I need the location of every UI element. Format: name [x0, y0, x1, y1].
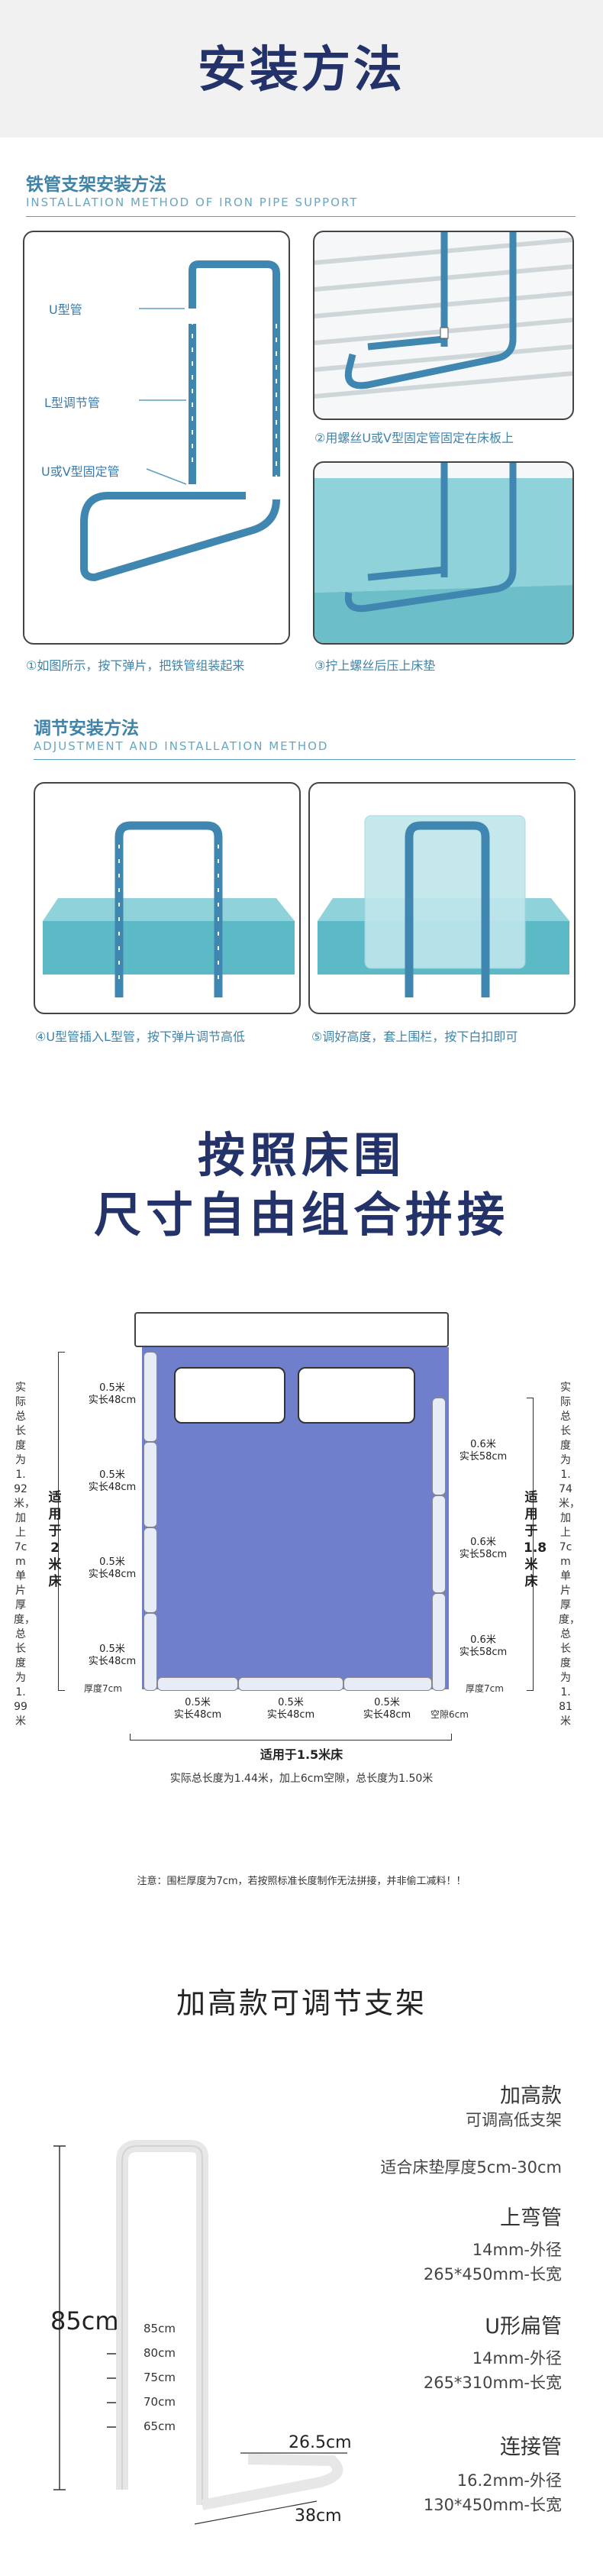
spec-title: U形扁管 [485, 2315, 562, 2338]
right-thickness-label: 厚度7cm [466, 1683, 504, 1694]
pillow-right [298, 1367, 415, 1424]
spec-line: 265*450mm-长宽 [423, 2265, 562, 2283]
height-mark: 65cm [143, 2419, 176, 2433]
page-title: 安装方法 [198, 42, 405, 99]
left-segment-label: 0.5米实长48cm [88, 1382, 137, 1406]
left-dimension-bracket [58, 1352, 65, 1691]
section1-divider [26, 216, 576, 217]
left-segment-label: 0.5米实长48cm [88, 1644, 137, 1667]
left-guard-segment [143, 1527, 157, 1613]
spec-title: 加高款 [500, 2084, 562, 2108]
dim-width-label: 26.5cm [289, 2433, 352, 2452]
section2-title: 调节安装方法 [34, 719, 139, 739]
section2-subtitle: ADJUSTMENT AND INSTALLATION METHOD [34, 739, 329, 753]
label-u-pipe: U型管 [49, 302, 82, 317]
section1-title: 铁管支架安装方法 [26, 175, 166, 195]
adjust-height-illustration [43, 821, 295, 997]
left-segment-label: 0.5米实长48cm [88, 1469, 137, 1493]
label-l-pipe: L型调节管 [44, 396, 100, 410]
right-dimension-bracket [527, 1398, 534, 1691]
left-bed-label: 适用于2米床 [48, 1490, 62, 1589]
left-guard-segment [143, 1613, 157, 1691]
caption-step-1: ①如图所示，按下弹片，把铁管组装起来 [26, 658, 245, 673]
assembly-pipe-illustration [80, 260, 280, 582]
left-guard-segment [143, 1352, 157, 1442]
bedboard-slats-illustration [314, 232, 572, 399]
left-thickness-label: 厚度7cm [84, 1683, 122, 1694]
bracket-illustration [53, 2140, 347, 2525]
spec-line: 14mm-外径 [472, 2349, 562, 2368]
spec-line: 265*310mm-长宽 [423, 2374, 562, 2392]
bottom-total-note: 实际总长度为1.44米，加上6cm空隙，总长度为1.50米 [169, 1773, 434, 1785]
adjust-height-panel [34, 782, 301, 1014]
caption-step-2: ②用螺丝U或V型固定管固定在床板上 [314, 431, 514, 445]
bottom-guard-segment [157, 1677, 238, 1691]
combine-heading-line1: 按照床围 [197, 1127, 405, 1183]
spec-line: 16.2mm-外径 [456, 2471, 562, 2490]
pillow-left [174, 1367, 285, 1424]
right-segment-label: 0.6米实长58cm [459, 1634, 508, 1658]
mattress-press-panel [313, 461, 574, 645]
assembly-diagram-panel: U型管 L型调节管 U或V型固定管 [23, 231, 290, 645]
right-guard-segment [432, 1398, 446, 1495]
bottom-guard-segment [343, 1677, 432, 1691]
right-total-note: 实际总长度为1.74米，加上7cm单片厚度，总长度为1.81米 [559, 1382, 580, 1728]
header-banner: 安装方法 [0, 0, 603, 137]
left-segment-label: 0.5米实长48cm [88, 1556, 137, 1580]
bottom-segment-label: 0.5米实长48cm [363, 1697, 411, 1721]
right-segment-label: 0.6米实长58cm [459, 1537, 508, 1560]
screw-fix-panel [313, 231, 574, 420]
height-mark: 70cm [143, 2395, 176, 2409]
spec-title: 上弯管 [500, 2206, 562, 2230]
dim-depth-label: 38cm [295, 2507, 342, 2526]
gap-label: 空隙6cm [430, 1709, 469, 1720]
spec-line: 适合床垫厚度5cm-30cm [380, 2158, 562, 2177]
height-label: 85cm [50, 2306, 119, 2335]
bottom-segment-label: 0.5米实长48cm [266, 1697, 315, 1721]
spec-line: 130*450mm-长宽 [423, 2496, 562, 2514]
fit-guard-panel [308, 782, 576, 1014]
label-fixed-pipe: U或V型固定管 [41, 464, 120, 479]
spec-line: 可调高低支架 [466, 2111, 562, 2129]
caption-step-5: ⑤调好高度，套上围栏，按下白扣即可 [311, 1029, 518, 1044]
spec-line: 14mm-外径 [472, 2241, 562, 2259]
bottom-dimension-bracket [130, 1734, 452, 1740]
notice-text: 注意：围栏厚度为7cm，若按照标准长度制作无法拼接，并非偷工减料！！ [137, 1876, 466, 1887]
spec-title: 连接管 [500, 2435, 562, 2459]
mattress-press-illustration [314, 463, 572, 643]
caption-step-4: ④U型管插入L型管，按下弹片调节高低 [35, 1029, 245, 1044]
left-guard-segment [143, 1442, 157, 1527]
height-mark: 75cm [143, 2371, 176, 2384]
height-mark: 85cm [143, 2322, 176, 2335]
section1-subtitle: INSTALLATION METHOD OF IRON PIPE SUPPORT [26, 196, 359, 209]
right-guard-segment [432, 1593, 446, 1691]
right-segment-label: 0.6米实长58cm [459, 1439, 508, 1463]
left-total-note: 实际总长度为1.92米，加上7cm单片厚度，总长度为1.99米 [14, 1382, 35, 1728]
section2-divider [34, 759, 576, 760]
bottom-guard-segment [238, 1677, 343, 1691]
caption-step-3: ③拧上螺丝后压上床垫 [314, 658, 436, 673]
right-bed-label: 适用于1.8米床 [524, 1490, 547, 1589]
combine-heading-line2: 尺寸自由组合拼接 [93, 1187, 509, 1243]
height-mark: 80cm [143, 2346, 176, 2360]
bracket-title: 加高款可调节支架 [176, 1986, 427, 2020]
fit-guard-illustration [318, 815, 569, 997]
right-guard-segment [432, 1495, 446, 1593]
bottom-bed-label: 适用于1.5米床 [260, 1747, 343, 1762]
bed-headboard [134, 1312, 449, 1347]
bottom-segment-label: 0.5米实长48cm [173, 1697, 222, 1721]
